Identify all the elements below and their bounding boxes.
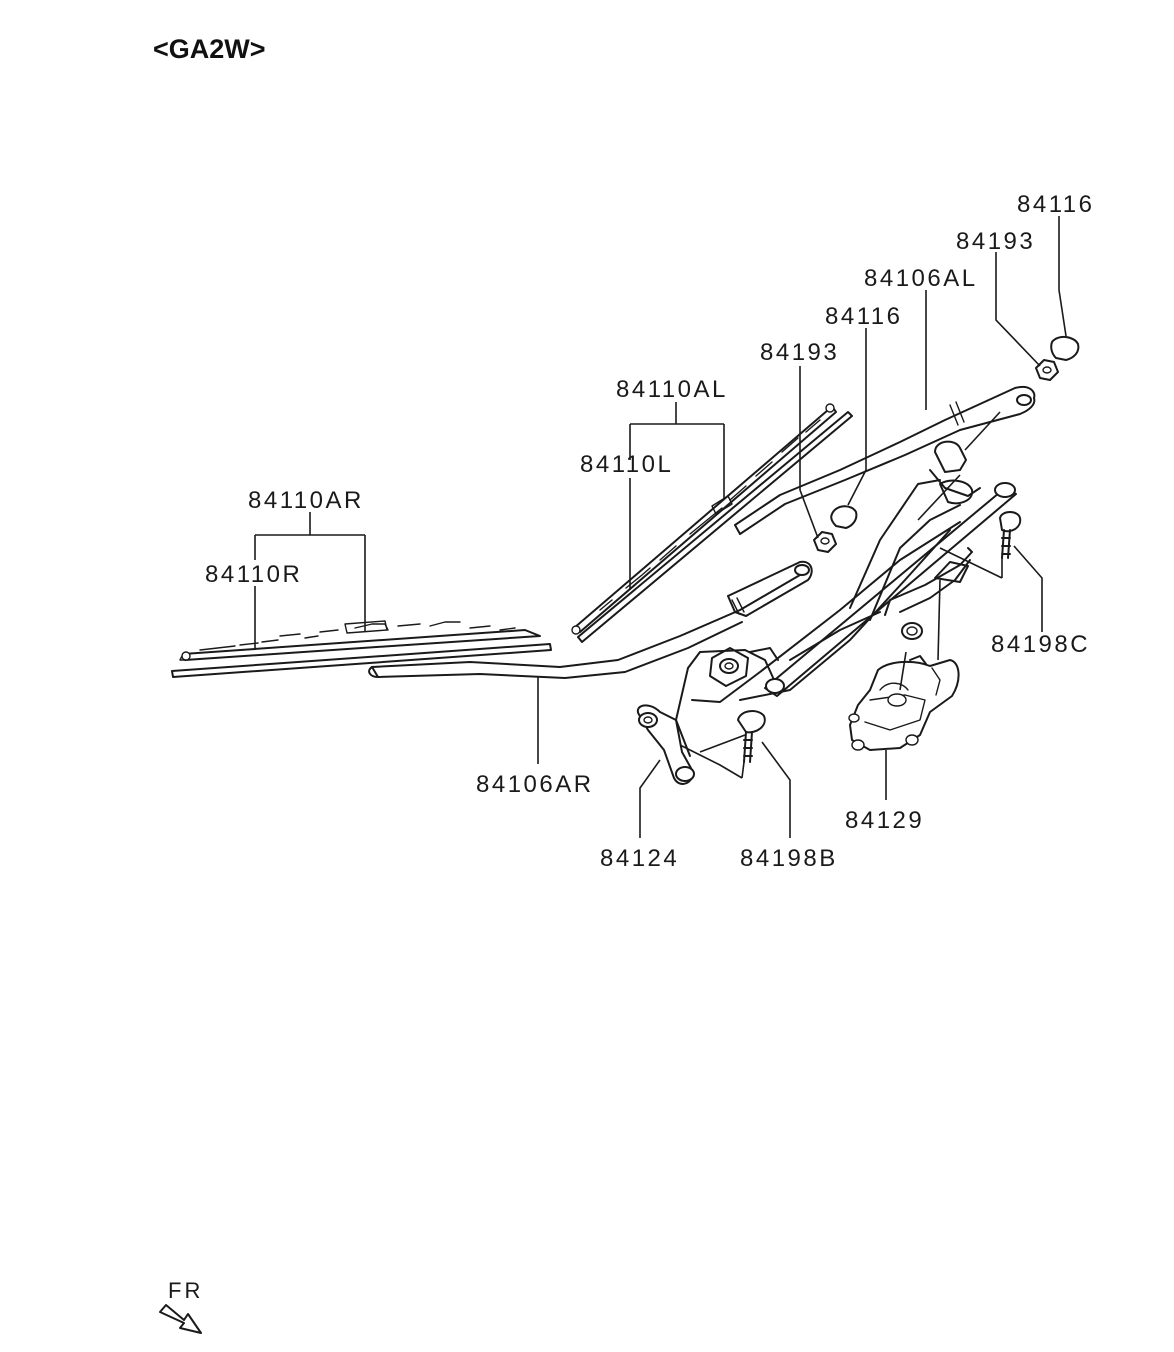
wiper-blade-left[interactable] — [571, 403, 853, 643]
pivot-nut-mid[interactable] — [813, 531, 837, 553]
callout-84110ar: 84110AR — [248, 487, 364, 514]
callout-84193-top: 84193 — [956, 228, 1035, 255]
callout-84116-mid: 84116 — [825, 303, 902, 330]
fr-label: FR — [168, 1278, 203, 1303]
wiper-motor[interactable] — [848, 655, 960, 751]
callout-84124: 84124 — [600, 845, 679, 872]
wiper-blade-right[interactable] — [171, 620, 552, 678]
callout-84110l: 84110L — [580, 451, 673, 478]
pivot-cap-top[interactable] — [1050, 336, 1080, 361]
wiper-arm-left[interactable] — [734, 386, 1036, 535]
callout-84110al: 84110AL — [616, 376, 728, 403]
alignment-lines — [679, 411, 1003, 779]
orientation-indicator: FR — [159, 1278, 203, 1334]
pivot-cap-mid[interactable] — [830, 505, 858, 529]
callout-84193-mid: 84193 — [760, 339, 839, 366]
callout-labels: 84116 84193 84106AL 84116 84193 84110AL … — [205, 191, 1094, 872]
wiper-linkage[interactable] — [675, 440, 1017, 757]
leader-lines — [254, 216, 1067, 838]
callout-84116-top: 84116 — [1017, 191, 1094, 218]
wiper-arm-right[interactable] — [368, 560, 813, 679]
callout-84110r: 84110R — [205, 561, 302, 588]
callout-84198b: 84198B — [740, 845, 838, 872]
front-direction-arrow-icon — [159, 1304, 202, 1334]
mounting-bolt-84198b[interactable] — [737, 710, 766, 763]
mounting-bolt-84198c[interactable] — [999, 511, 1022, 559]
link-rod-bracket[interactable] — [637, 704, 695, 785]
callout-84106ar: 84106AR — [476, 771, 594, 798]
callout-84106al: 84106AL — [864, 265, 978, 292]
callout-84129: 84129 — [845, 807, 924, 834]
callout-84198c: 84198C — [991, 631, 1090, 658]
model-code-label: <GA2W> — [153, 34, 266, 64]
pivot-nut-top[interactable] — [1035, 359, 1059, 381]
